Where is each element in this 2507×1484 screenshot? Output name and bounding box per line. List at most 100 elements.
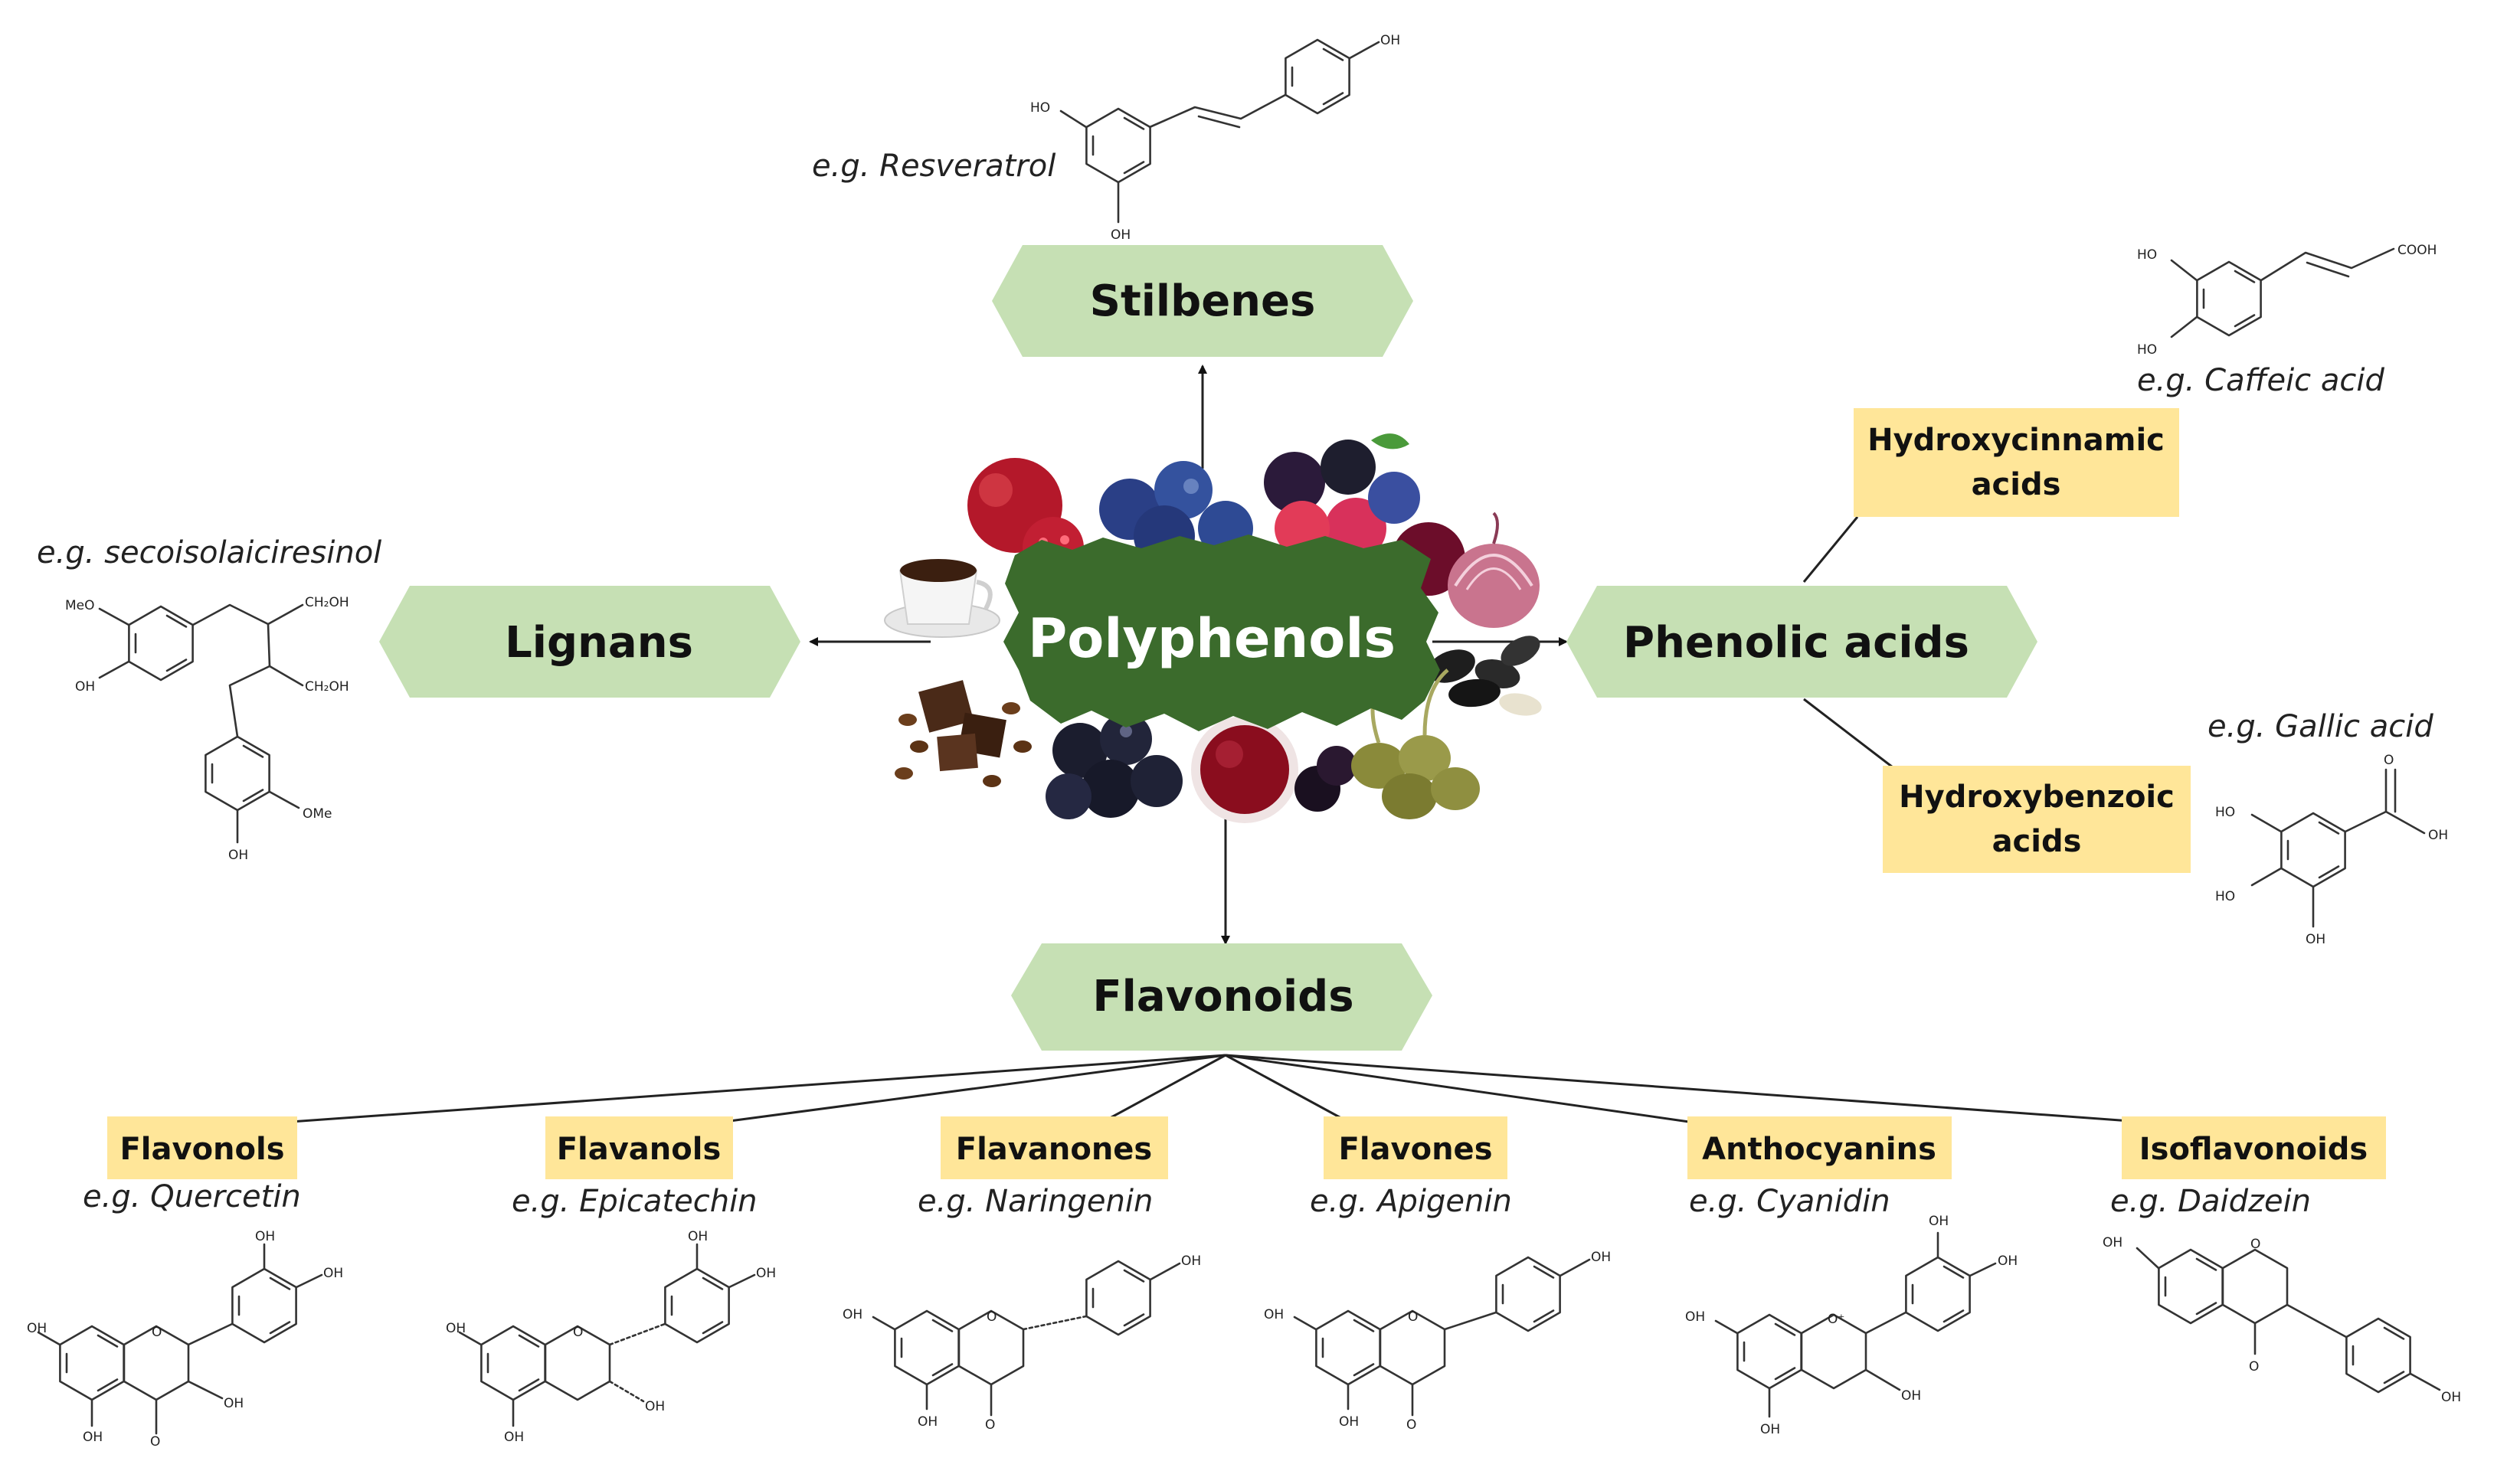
atom-label: HO bbox=[2137, 247, 2157, 263]
gallic-acid-structure: O OH HO HO OH bbox=[2215, 753, 2448, 947]
atom-label: O bbox=[2249, 1359, 2259, 1374]
atom-label: OH bbox=[688, 1229, 708, 1244]
red-wine-icon bbox=[1191, 716, 1357, 823]
atom-label: O bbox=[987, 1309, 997, 1325]
stilbenes-label: Stilbenes bbox=[1090, 276, 1316, 326]
chocolate-coffee-beans-icon bbox=[895, 680, 1032, 787]
isoflavonoids-box: Isoflavonoids bbox=[2122, 1116, 2386, 1179]
polyphenols-center: Polyphenols bbox=[1003, 534, 1440, 731]
atom-label: OH bbox=[1929, 1214, 1949, 1229]
hydroxybenzoic-box: Hydroxybenzoic acids bbox=[1883, 766, 2191, 873]
atom-label: OH bbox=[2103, 1235, 2122, 1250]
atom-label: O bbox=[985, 1417, 995, 1433]
center-label: Polyphenols bbox=[1028, 607, 1396, 670]
atom-label: O bbox=[1408, 1309, 1418, 1325]
flavonols-box: Flavonols bbox=[107, 1116, 297, 1179]
atom-label: OH bbox=[1591, 1250, 1611, 1265]
atom-label: OH bbox=[504, 1430, 524, 1445]
stilbenes-node: Stilbenes bbox=[992, 245, 1413, 357]
flavones-box: Flavones bbox=[1324, 1116, 1507, 1179]
atom-label: O bbox=[2384, 753, 2394, 768]
atom-label: OH bbox=[1760, 1422, 1780, 1437]
atom-label: O bbox=[573, 1325, 583, 1340]
atom-label: OH bbox=[843, 1307, 862, 1322]
aronia-berries-icon bbox=[1046, 713, 1183, 819]
atom-label: OH bbox=[255, 1229, 275, 1244]
atom-label: O bbox=[2250, 1237, 2260, 1252]
apigenin-example: e.g. Apigenin bbox=[1310, 1184, 1512, 1219]
phenolic-acids-node: Phenolic acids bbox=[1566, 586, 2037, 698]
atom-label: OH bbox=[228, 848, 248, 863]
flavonols-label: Flavonols bbox=[119, 1132, 284, 1167]
hydroxycinnamic-box: Hydroxycinnamic acids bbox=[1854, 408, 2179, 517]
atom-label: OH bbox=[27, 1321, 47, 1336]
cyanidin-example: e.g. Cyanidin bbox=[1689, 1184, 1890, 1219]
flavonoid-branch-lines bbox=[290, 1054, 2142, 1123]
lignans-node: Lignans bbox=[379, 586, 800, 698]
atom-label: OH bbox=[1380, 33, 1400, 48]
flavanols-box: Flavanols bbox=[545, 1116, 733, 1179]
atom-label: HO bbox=[2215, 889, 2235, 904]
hydroxycinnamic-line2: acids bbox=[1972, 467, 2061, 502]
atom-label: O bbox=[152, 1325, 162, 1340]
phenolic-acids-label: Phenolic acids bbox=[1623, 618, 1969, 668]
epicatechin-structure: O OH OH OH OH OH bbox=[446, 1229, 776, 1445]
atom-label: HO bbox=[2137, 342, 2157, 358]
atom-label: OH bbox=[224, 1396, 244, 1411]
coffee-cup-icon bbox=[884, 559, 1000, 638]
mixed-berries-icon bbox=[1264, 433, 1420, 559]
atom-label: OH bbox=[1901, 1388, 1921, 1404]
atom-label: OH bbox=[1339, 1414, 1359, 1430]
cyanidin-structure: O⁺ OH OH OH OH OH bbox=[1685, 1214, 2018, 1437]
isoflavonoids-label: Isoflavonoids bbox=[2139, 1132, 2368, 1167]
atom-label: OH bbox=[2441, 1390, 2461, 1405]
hydroxybenzoic-line2: acids bbox=[1992, 824, 2082, 859]
atom-label: O bbox=[1406, 1417, 1416, 1433]
atom-label: OH bbox=[1685, 1309, 1705, 1325]
atom-label: HO bbox=[1030, 100, 1050, 116]
resveratrol-structure: HO OH OH bbox=[1030, 33, 1400, 243]
flavanones-label: Flavanones bbox=[956, 1132, 1152, 1167]
naringenin-structure: O O OH OH OH bbox=[843, 1254, 1201, 1433]
atom-label: MeO bbox=[65, 598, 95, 613]
lignans-label: Lignans bbox=[505, 618, 693, 668]
atom-label: OH bbox=[75, 679, 95, 695]
caffeic-example: e.g. Caffeic acid bbox=[2137, 363, 2385, 398]
flavonoids-node: Flavonoids bbox=[1011, 943, 1432, 1051]
black-seeds-icon bbox=[1428, 636, 1542, 716]
quercetin-example: e.g. Quercetin bbox=[83, 1179, 301, 1214]
line-to-hydroxycinnamic bbox=[1802, 516, 1859, 583]
daidzein-example: e.g. Daidzein bbox=[2110, 1184, 2311, 1219]
atom-label: OH bbox=[2306, 932, 2325, 947]
gallic-example: e.g. Gallic acid bbox=[2208, 709, 2433, 744]
flavanols-label: Flavanols bbox=[557, 1132, 722, 1167]
hydroxycinnamic-line1: Hydroxycinnamic bbox=[1867, 423, 2165, 458]
flavones-label: Flavones bbox=[1339, 1132, 1493, 1167]
atom-label: HO bbox=[2215, 805, 2235, 820]
atom-label: OH bbox=[446, 1321, 466, 1336]
stilbenes-example: e.g. Resveratrol bbox=[812, 149, 1055, 184]
atom-label: OMe bbox=[303, 806, 332, 822]
atom-label: OH bbox=[83, 1430, 103, 1445]
atom-label: OH bbox=[756, 1266, 776, 1281]
quercetin-structure: O O OH OH OH OH OH bbox=[27, 1229, 343, 1450]
epicatechin-example: e.g. Epicatechin bbox=[512, 1184, 758, 1219]
atom-label: OH bbox=[645, 1399, 665, 1414]
food-cluster bbox=[884, 433, 1542, 823]
apigenin-structure: O O OH OH OH bbox=[1264, 1250, 1611, 1433]
line-to-hydroxybenzoic bbox=[1803, 698, 1897, 771]
anthocyanins-box: Anthocyanins bbox=[1687, 1116, 1952, 1179]
atom-label: OH bbox=[1998, 1254, 2018, 1269]
atom-label: OH bbox=[918, 1414, 938, 1430]
flavanones-box: Flavanones bbox=[941, 1116, 1168, 1179]
capers-icon bbox=[1351, 668, 1480, 819]
red-onion-icon bbox=[1392, 512, 1540, 628]
anthocyanins-label: Anthocyanins bbox=[1702, 1132, 1936, 1167]
caffeic-acid-structure: HO HO COOH bbox=[2137, 243, 2437, 358]
atom-label: OH bbox=[1111, 227, 1131, 243]
secoisolariciresinol-structure: MeO OH CH₂OH CH₂OH OMe OH bbox=[65, 595, 349, 863]
atom-label: O bbox=[150, 1434, 160, 1450]
flavonoids-label: Flavonoids bbox=[1092, 972, 1353, 1021]
daidzein-structure: O O OH OH bbox=[2103, 1235, 2461, 1405]
